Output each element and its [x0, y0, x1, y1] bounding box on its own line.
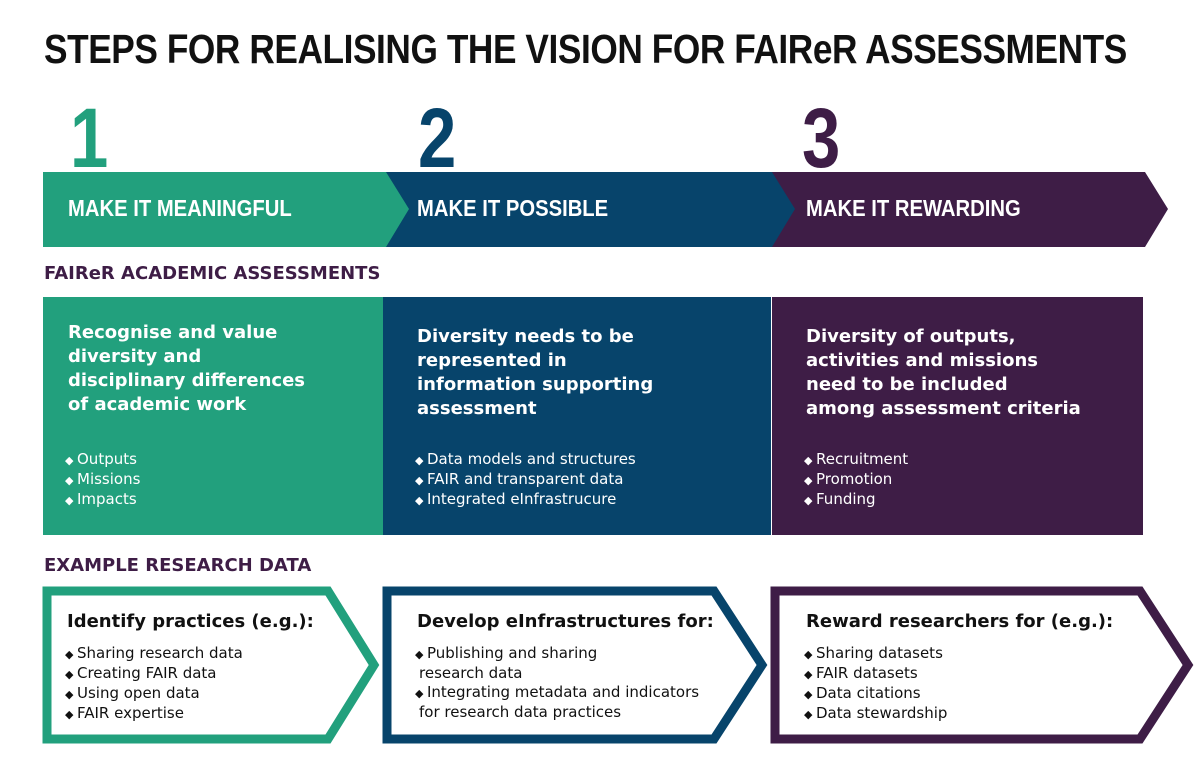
list-item: ◆FAIR expertise — [65, 704, 184, 722]
assessment-panel-2-bullets: ◆Data models and structures ◆FAIR and tr… — [415, 450, 636, 510]
diamond-icon: ◆ — [415, 494, 424, 507]
list-item: ◆Missions — [65, 470, 141, 488]
example-box-2-outline — [382, 586, 768, 744]
diamond-icon: ◆ — [415, 454, 424, 467]
diamond-icon: ◆ — [415, 474, 424, 487]
diamond-icon: ◆ — [804, 708, 813, 721]
assessment-panel-2-bg — [383, 297, 771, 535]
list-item: ◆Sharing datasets — [804, 644, 943, 662]
diamond-icon: ◆ — [804, 688, 813, 701]
diamond-icon: ◆ — [804, 668, 813, 681]
step-3-number: 3 — [802, 91, 841, 185]
step-1-arrow — [43, 172, 409, 247]
examples-heading: EXAMPLE RESEARCH DATA — [44, 555, 312, 576]
list-item: ◆Impacts — [65, 490, 137, 508]
example-box-2-heading: Develop eInfrastructures for: — [417, 611, 714, 632]
assessment-panel-2: Diversity needs to be represented in inf… — [383, 297, 771, 535]
heading-line: activities and missions — [806, 350, 1038, 371]
list-item: ◆Sharing research data — [65, 644, 243, 662]
step-2-arrow — [384, 172, 795, 247]
example-box-1-outline — [42, 586, 380, 744]
list-item: ◆Funding — [804, 490, 876, 508]
diamond-icon: ◆ — [65, 668, 74, 681]
diamond-icon: ◆ — [415, 687, 424, 700]
diamond-icon: ◆ — [804, 648, 813, 661]
step-1-number: 1 — [70, 91, 109, 185]
diamond-icon: ◆ — [65, 474, 74, 487]
diamond-icon: ◆ — [65, 454, 74, 467]
assessment-panel-3: Diversity of outputs, activities and mis… — [772, 297, 1143, 535]
assessments-heading: FAIReR ACADEMIC ASSESSMENTS — [44, 263, 381, 284]
list-item: ◆Recruitment — [804, 450, 909, 468]
list-item: ◆Promotion — [804, 470, 893, 488]
heading-line: Recognise and value — [68, 322, 278, 343]
page-title: STEPS FOR REALISING THE VISION FOR FAIRe… — [44, 26, 1127, 72]
list-item: ◆FAIR datasets — [804, 664, 918, 682]
step-1-label: MAKE IT MEANINGFUL — [68, 195, 292, 221]
heading-line: assessment — [417, 398, 537, 419]
step-3-label: MAKE IT REWARDING — [806, 195, 1021, 221]
step-3-arrow — [770, 172, 1168, 247]
step-2-number: 2 — [418, 91, 457, 185]
diamond-icon: ◆ — [804, 454, 813, 467]
diamond-icon: ◆ — [65, 688, 74, 701]
heading-line: of academic work — [68, 394, 247, 415]
list-item: ◆Integrated eInfrastrucure — [415, 490, 617, 508]
heading-line: information supporting — [417, 374, 654, 395]
heading-line: Diversity needs to be — [417, 326, 634, 347]
heading-line: Diversity of outputs, — [806, 326, 1016, 347]
list-item: ◆Outputs — [65, 450, 137, 468]
example-box-1-list: ◆Sharing research data ◆Creating FAIR da… — [65, 644, 243, 724]
diamond-icon: ◆ — [415, 648, 424, 661]
heading-line: diversity and — [68, 346, 202, 367]
example-box-3-heading: Reward researchers for (e.g.): — [806, 611, 1114, 632]
list-item: ◆Data citations — [804, 684, 921, 702]
diamond-icon: ◆ — [65, 708, 74, 721]
example-box-1-heading: Identify practices (e.g.): — [67, 611, 314, 632]
list-item: ◆Using open data — [65, 684, 200, 702]
heading-line: among assessment criteria — [806, 398, 1081, 419]
list-item: ◆Creating FAIR data — [65, 664, 217, 682]
assessment-panel-1-heading: Recognise and value diversity and discip… — [68, 321, 305, 417]
heading-line: represented in — [417, 350, 567, 371]
assessment-panel-2-heading: Diversity needs to be represented in inf… — [417, 325, 653, 421]
heading-line: need to be included — [806, 374, 1008, 395]
assessment-panel-1-bullets: ◆Outputs ◆Missions ◆Impacts — [65, 450, 140, 510]
diamond-icon: ◆ — [804, 494, 813, 507]
heading-line: disciplinary differences — [68, 370, 306, 391]
list-item: ◆Data stewardship — [804, 704, 948, 722]
assessment-panel-1: Recognise and value diversity and discip… — [43, 297, 383, 535]
example-box-3-outline — [770, 586, 1194, 744]
assessment-panel-3-bullets: ◆Recruitment ◆Promotion ◆Funding — [804, 450, 908, 510]
diamond-icon: ◆ — [65, 648, 74, 661]
assessment-panel-1-bg — [43, 297, 383, 535]
example-box-3-list: ◆Sharing datasets ◆FAIR datasets ◆Data c… — [804, 644, 947, 724]
step-2-label: MAKE IT POSSIBLE — [417, 195, 609, 221]
list-item: ◆Data models and structures — [415, 450, 636, 468]
list-item: ◆FAIR and transparent data — [415, 470, 624, 488]
diamond-icon: ◆ — [804, 474, 813, 487]
assessment-panel-3-bg — [772, 297, 1143, 535]
assessment-panel-3-heading: Diversity of outputs, activities and mis… — [806, 325, 1081, 421]
diamond-icon: ◆ — [65, 494, 74, 507]
